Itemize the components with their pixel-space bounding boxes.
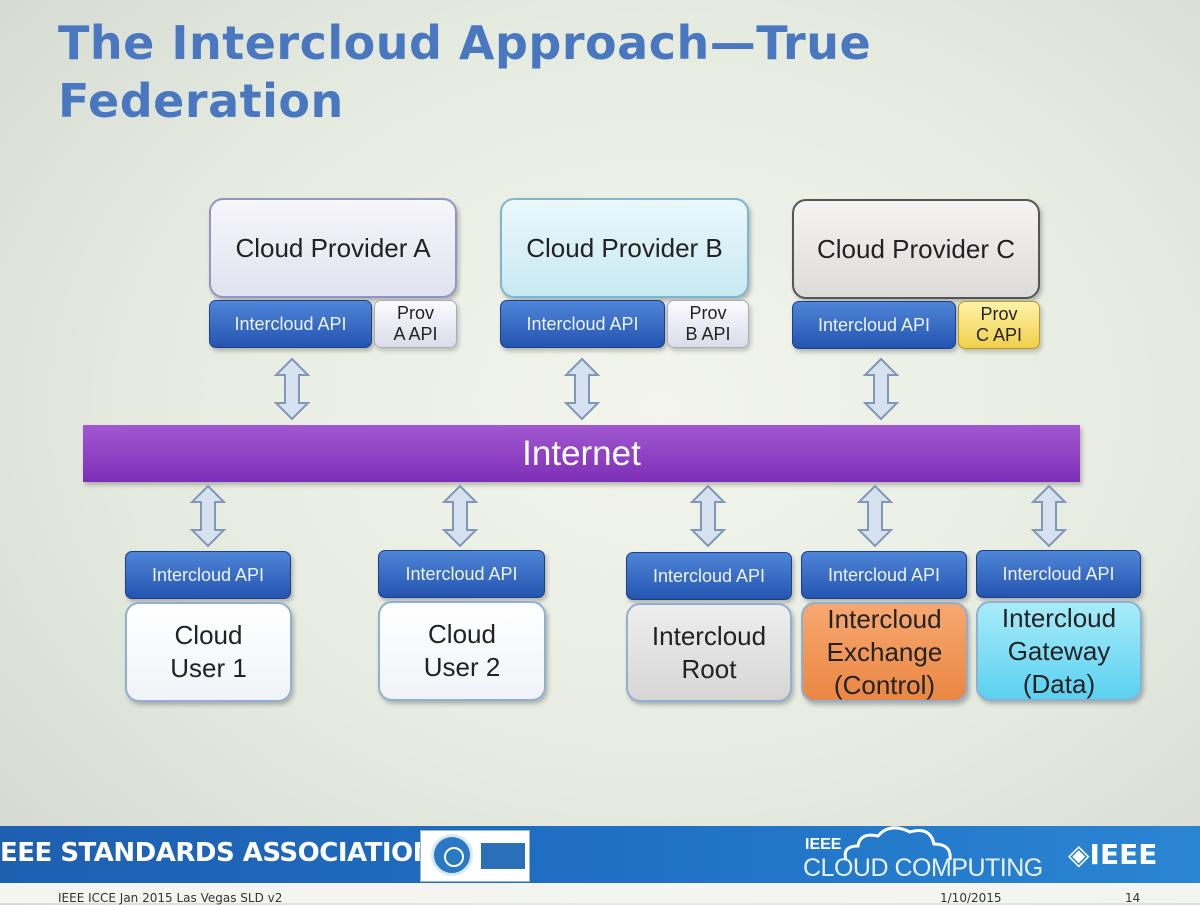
- provider-c-prov-api-line1: Prov: [980, 304, 1018, 324]
- intercloud-root-line2: Root: [681, 653, 737, 684]
- provider-c-intercloud-api-label: Intercloud API: [817, 314, 931, 335]
- intercloud-gateway-line3: (Data): [1022, 668, 1096, 699]
- double-arrow-icon: [862, 357, 900, 421]
- ieee-sa-label: EEE STANDARDS ASSOCIATION: [0, 838, 434, 868]
- intercloud-root-line1: Intercloud: [651, 620, 767, 651]
- root-intercloud-api: Intercloud API: [626, 552, 792, 600]
- gateway-intercloud-api: Intercloud API: [976, 550, 1141, 598]
- slide-source-note: IEEE ICCE Jan 2015 Las Vegas SLD v2: [58, 891, 283, 905]
- internet-bar: Internet: [83, 425, 1080, 482]
- footer-bar: EEE STANDARDS ASSOCIATION IEEE CLOUD COM…: [0, 826, 1200, 883]
- user1-intercloud-api: Intercloud API: [125, 551, 291, 599]
- ieee-cloud-top-label: IEEE: [805, 836, 842, 853]
- intercloud-gateway-line1: Intercloud: [1001, 602, 1117, 633]
- cloud-provider-b-box: Cloud Provider B: [500, 198, 749, 298]
- provider-a-prov-api-line1: Prov: [396, 303, 434, 323]
- double-arrow-icon: [189, 484, 227, 548]
- double-arrow-icon: [689, 484, 727, 548]
- intercloud-exchange-line1: Intercloud: [827, 603, 942, 634]
- provider-b-prov-api-line1: Prov: [689, 303, 727, 323]
- provider-b-intercloud-api: Intercloud API: [500, 300, 665, 348]
- intercloud-exchange-line2: Exchange: [826, 636, 943, 667]
- slide-meta-strip: [0, 883, 1200, 903]
- ieee-logo: ◈IEEE: [1068, 838, 1158, 871]
- society-badge-text-block: [481, 843, 525, 869]
- user2-intercloud-api-label: Intercloud API: [405, 563, 518, 584]
- cloud-user-1-line2: User 1: [170, 653, 247, 683]
- cloud-user-1-line1: Cloud: [174, 620, 243, 650]
- cloud-provider-a-label: Cloud Provider A: [235, 232, 431, 263]
- exchange-intercloud-api: Intercloud API: [801, 551, 967, 599]
- cloud-user-2-line1: Cloud: [428, 619, 496, 649]
- cloud-icon: [843, 826, 952, 861]
- gateway-intercloud-api-label: Intercloud API: [1002, 563, 1115, 584]
- cloud-provider-a-box: Cloud Provider A: [209, 198, 457, 298]
- provider-a-intercloud-api: Intercloud API: [209, 300, 372, 348]
- double-arrow-icon: [441, 484, 479, 548]
- cloud-user-2-line2: User 2: [423, 652, 501, 682]
- intercloud-exchange-line3: (Control): [833, 669, 936, 700]
- root-intercloud-api-label: Intercloud API: [652, 565, 766, 586]
- slide-title: The Intercloud Approach—True Federation: [58, 14, 1058, 130]
- cloud-provider-b-label: Cloud Provider B: [526, 232, 723, 263]
- provider-b-intercloud-api-label: Intercloud API: [526, 313, 639, 334]
- double-arrow-icon: [856, 484, 894, 548]
- exchange-intercloud-api-label: Intercloud API: [827, 564, 941, 585]
- user1-intercloud-api-label: Intercloud API: [151, 564, 265, 585]
- double-arrow-icon: [563, 357, 601, 421]
- slide-page-number: 14: [1125, 891, 1141, 905]
- double-arrow-icon: [1030, 484, 1068, 548]
- power-icon: [431, 834, 473, 876]
- intercloud-gateway-line2: Gateway: [1007, 635, 1111, 666]
- provider-b-prov-api-line2: B API: [685, 324, 731, 344]
- slide-date: 1/10/2015: [940, 891, 1002, 905]
- cloud-provider-c-box: Cloud Provider C: [792, 199, 1040, 299]
- slide-title-line1: The Intercloud Approach—True: [58, 16, 872, 70]
- internet-label: Internet: [522, 433, 641, 473]
- double-arrow-icon: [273, 357, 311, 421]
- provider-a-intercloud-api-label: Intercloud API: [234, 313, 347, 334]
- provider-c-intercloud-api: Intercloud API: [792, 301, 956, 349]
- society-badge-logo: [420, 830, 530, 882]
- cloud-computing-label: CLOUD COMPUTING: [803, 854, 1043, 882]
- user2-intercloud-api: Intercloud API: [378, 550, 545, 598]
- provider-c-prov-api-line2: C API: [975, 325, 1023, 345]
- provider-a-prov-api-line2: A API: [393, 324, 438, 344]
- cloud-provider-c-label: Cloud Provider C: [817, 233, 1015, 264]
- slide-title-line2: Federation: [58, 74, 344, 128]
